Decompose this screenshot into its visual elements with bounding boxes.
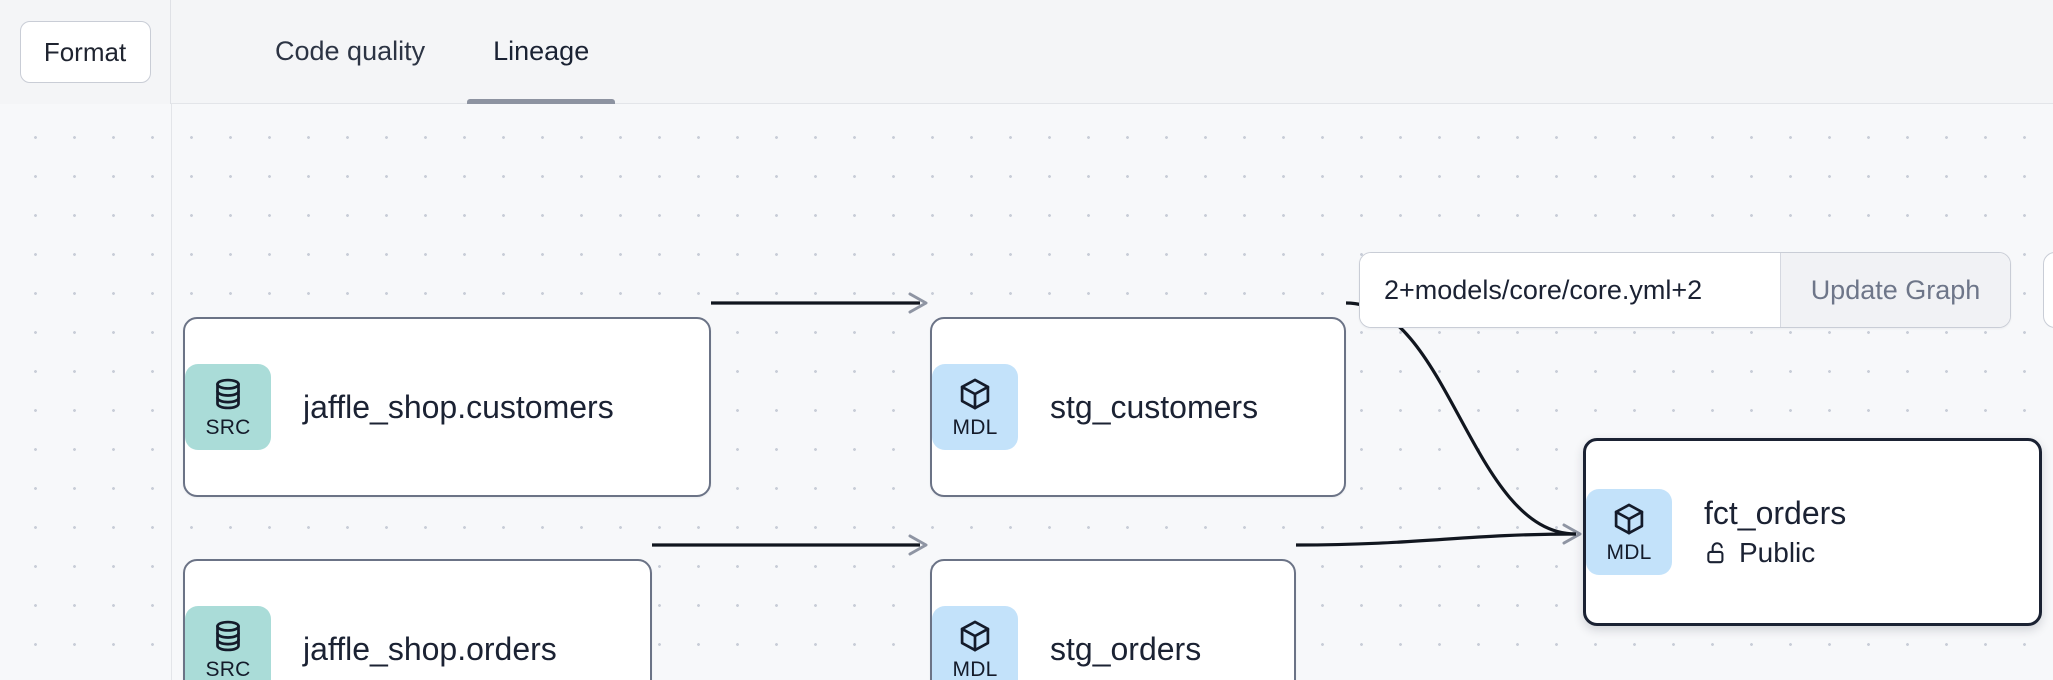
node-body: stg_customers — [1050, 389, 1286, 426]
node-badge-label: MDL — [952, 416, 998, 439]
node-title: fct_orders — [1704, 494, 1847, 531]
node-title: stg_orders — [1050, 630, 1202, 667]
node-badge-src: SRC — [185, 364, 271, 450]
node-badge-mdl: MDL — [932, 364, 1018, 450]
edge-stg-orders-to-fct-orders — [1295, 532, 1577, 547]
database-icon — [210, 376, 246, 412]
edge-src-orders-to-stg-orders — [652, 534, 928, 556]
node-badge-label: SRC — [205, 658, 251, 680]
tab-lineage-label: Lineage — [493, 36, 590, 66]
node-body: fct_orders Public — [1704, 495, 1874, 570]
cube-icon — [957, 618, 993, 654]
tab-bar: Code quality Lineage — [171, 0, 623, 104]
node-title: stg_customers — [1050, 388, 1259, 425]
node-badge-src: SRC — [185, 606, 271, 680]
graph-selector-control: Update Graph — [1359, 252, 2011, 328]
edge-src-customers-to-stg-customers — [711, 292, 928, 314]
node-body: stg_orders — [1050, 631, 1229, 668]
update-graph-button[interactable]: Update Graph — [1780, 253, 2010, 327]
node-badge-label: MDL — [1606, 541, 1652, 564]
format-button[interactable]: Format — [19, 20, 151, 83]
lineage-node-src-orders[interactable]: SRC jaffle_shop.orders — [183, 559, 652, 680]
cube-icon — [957, 376, 993, 412]
node-access-label: Public — [1739, 537, 1816, 569]
database-icon — [210, 618, 246, 654]
tab-code-quality-label: Code quality — [275, 36, 426, 66]
unlock-icon — [1704, 540, 1730, 566]
node-badge-mdl: MDL — [1586, 489, 1672, 575]
graph-side-control-partial[interactable] — [2043, 252, 2053, 328]
cube-icon — [1611, 501, 1647, 537]
toolbar: Format Code quality Lineage — [0, 0, 2053, 104]
model-selector-input[interactable] — [1360, 253, 1780, 327]
node-title: jaffle_shop.customers — [303, 388, 614, 425]
lineage-node-stg-orders[interactable]: MDL stg_orders — [930, 559, 1296, 680]
node-title: jaffle_shop.orders — [303, 630, 557, 667]
node-badge-label: SRC — [205, 416, 251, 439]
tab-code-quality[interactable]: Code quality — [241, 0, 459, 104]
node-badge-mdl: MDL — [932, 606, 1018, 680]
lineage-node-src-customers[interactable]: SRC jaffle_shop.customers — [183, 317, 711, 497]
canvas-divider — [171, 104, 172, 680]
node-access-badge: Public — [1704, 537, 1846, 569]
node-body: jaffle_shop.orders — [303, 631, 585, 668]
lineage-node-stg-customers[interactable]: MDL stg_customers — [930, 317, 1346, 497]
tab-lineage[interactable]: Lineage — [459, 0, 623, 104]
node-body: jaffle_shop.customers — [303, 389, 642, 426]
lineage-node-fct-orders[interactable]: MDL fct_orders Public — [1583, 438, 2042, 626]
node-badge-label: MDL — [952, 658, 998, 680]
edge-stg-customers-to-fct-orders — [1345, 301, 1582, 545]
format-button-zone: Format — [0, 0, 171, 104]
lineage-canvas[interactable]: SRC jaffle_shop.customers SRC — [0, 104, 2053, 680]
